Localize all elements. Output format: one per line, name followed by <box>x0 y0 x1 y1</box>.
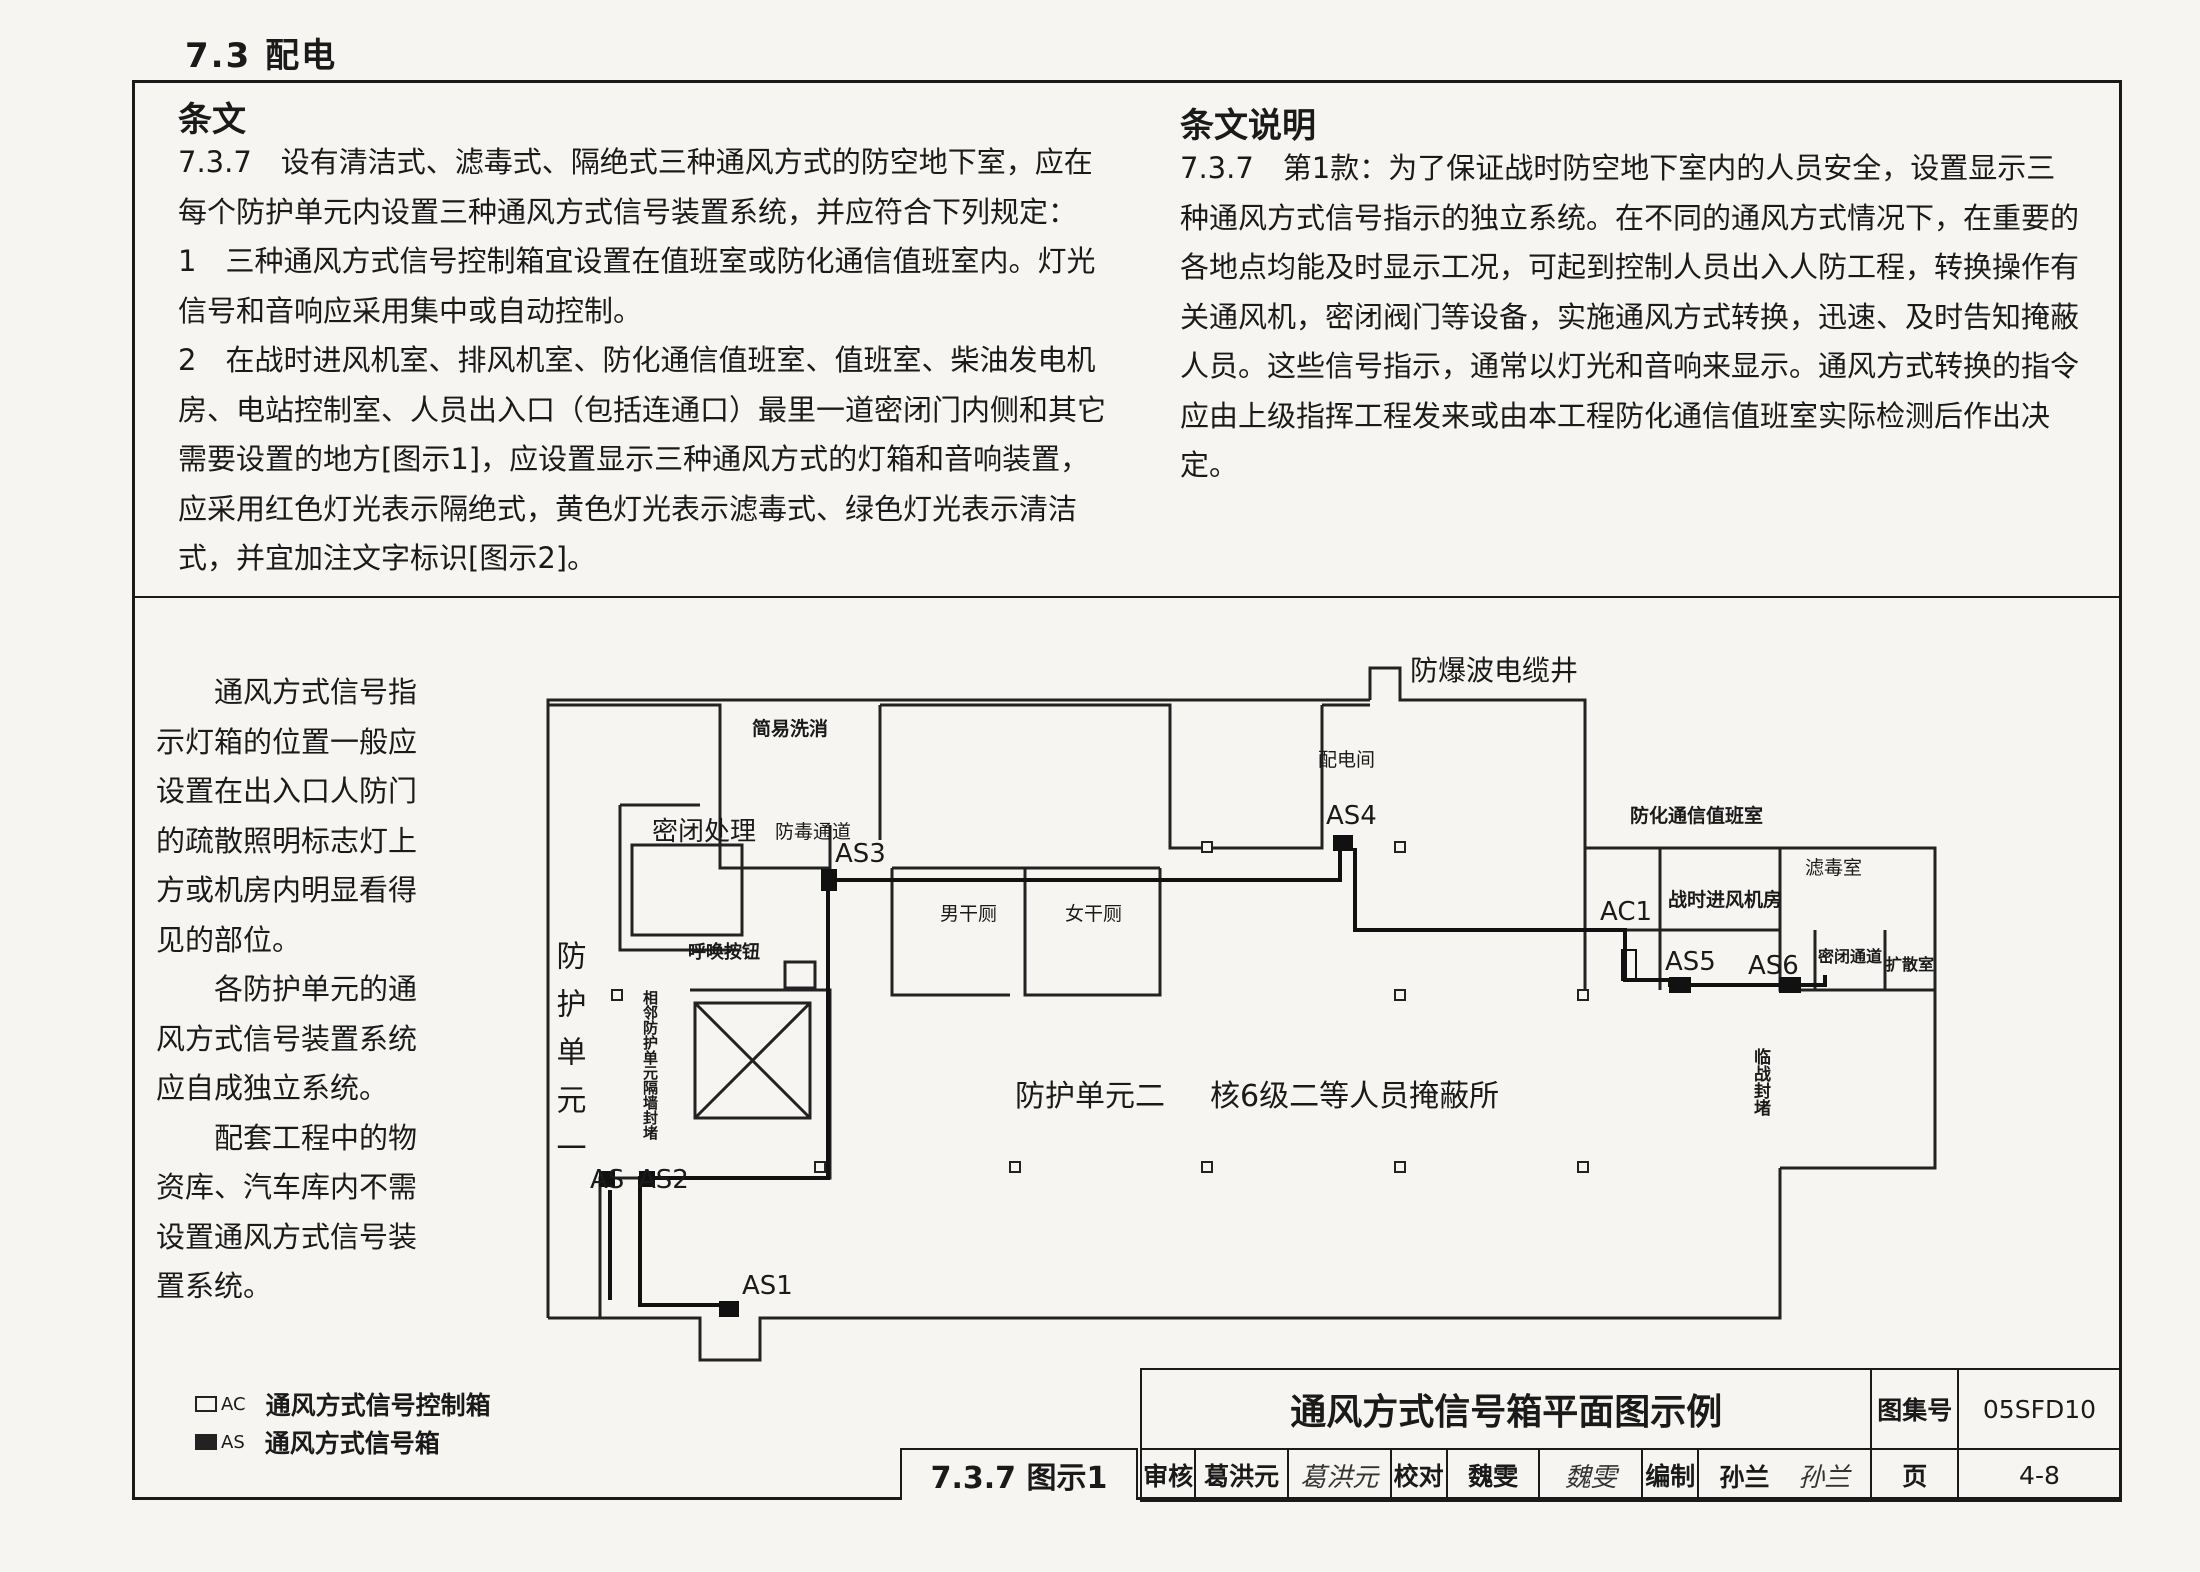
as1-box <box>719 1301 739 1317</box>
unit-two-label: 防护单元二 <box>1015 1079 1165 1114</box>
shelter-label: 核6级二等人员掩蔽所 <box>1210 1079 1499 1114</box>
checker-name: 魏雯 <box>1445 1448 1541 1502</box>
as5-label: AS5 <box>1665 947 1716 977</box>
filter-room-label: 滤毒室 <box>1805 857 1862 879</box>
open-box-icon <box>195 1396 217 1412</box>
clause-heading: 条文 <box>178 100 246 140</box>
as6-box <box>1779 977 1801 993</box>
plan-walls <box>546 666 1937 1362</box>
as2-label: AS2 <box>638 1165 689 1195</box>
as3-label: AS3 <box>835 839 886 869</box>
drafter-label: 编制 <box>1641 1448 1700 1502</box>
legend-label: 通风方式信号控制箱 <box>265 1391 491 1420</box>
atlas-no-label: 图集号 <box>1870 1368 1959 1450</box>
explanation-paragraph: 7.3.7 第1款：为了保证战时防空地下室内的人员安全，设置显示三种通风方式信号… <box>1180 151 2080 482</box>
sealed-passage-label: 密闭通道 <box>1817 947 1882 966</box>
room-labels: 防爆波电缆井 简易洗消 配电间 密闭处理 防毒通道 呼唤按钮 男干厕 女干厕 防… <box>551 654 1935 1180</box>
drafter-cell: 孙兰 孙兰 <box>1697 1448 1873 1502</box>
reviewer-signature: 葛洪元 <box>1286 1448 1392 1502</box>
legend-label: 通风方式信号箱 <box>264 1429 440 1458</box>
decon-passage-label: 防毒通道 <box>775 821 851 843</box>
box-labels: AS1 AS2 AS3 AS4 AS5 AS6 AC1 AS <box>590 801 1799 1301</box>
expansion-room-label: 扩散室 <box>1886 955 1934 974</box>
clause-text: 7.3.7 设有清洁式、滤毒式、隔绝式三种通风方式的防空地下室，应在每个防护单元… <box>178 138 1118 584</box>
intake-room-label: 战时进风机房 <box>1668 888 1782 911</box>
simple-wash-label: 简易洗消 <box>752 717 828 740</box>
cable-shaft-label: 防爆波电缆井 <box>1410 654 1578 687</box>
ac1-label: AC1 <box>1600 897 1652 927</box>
legend-code: AS <box>221 1431 245 1453</box>
filled-box-icon <box>195 1434 217 1450</box>
as2-box <box>639 1171 655 1187</box>
airtight-label: 密闭处理 <box>652 817 756 847</box>
adjacent-seal-label: 相邻防护单元隔墙封堵 <box>641 989 659 1141</box>
explanation-heading: 条文说明 <box>1180 106 1316 146</box>
as1-label: AS1 <box>742 1271 793 1301</box>
legend: AC 通风方式信号控制箱 AS 通风方式信号箱 <box>195 1385 491 1461</box>
check-label: 校对 <box>1389 1448 1448 1502</box>
temp-seal-label: 临战封堵 <box>1750 1047 1771 1117</box>
section-title: 7.3 配电 <box>185 36 338 76</box>
call-button-label: 呼唤按钮 <box>688 941 760 963</box>
side-note: 通风方式信号指示灯箱的位置一般应设置在出入口人防门的疏散照明标志灯上方或机房内明… <box>156 668 434 1312</box>
as4-label: AS4 <box>1326 801 1377 831</box>
as5-box <box>1669 977 1691 993</box>
as4-box <box>1333 835 1353 851</box>
side-note-2: 各防护单元的通风方式信号装置系统应自成独立系统。 <box>156 972 418 1105</box>
clause-paragraph-2: 1 三种通风方式信号控制箱宜设置在值班室或防化通信值班室内。灯光信号和音响应采用… <box>178 244 1096 328</box>
clause-paragraph-3: 2 在战时进风机室、排风机室、防化通信值班室、值班室、柴油发电机房、电站控制室、… <box>178 343 1107 575</box>
as-label: AS <box>590 1165 624 1195</box>
legend-item-as: AS 通风方式信号箱 <box>195 1423 491 1461</box>
signal-boxes <box>599 835 1801 1317</box>
side-note-1: 通风方式信号指示灯箱的位置一般应设置在出入口人防门的疏散照明标志灯上方或机房内明… <box>156 675 418 957</box>
column-markers <box>611 841 1589 1173</box>
clause-paragraph-1: 7.3.7 设有清洁式、滤毒式、隔绝式三种通风方式的防空地下室，应在每个防护单元… <box>178 145 1093 229</box>
distribution-room-label: 配电间 <box>1318 749 1375 771</box>
as6-label: AS6 <box>1748 951 1799 981</box>
drawing-title: 通风方式信号箱平面图示例 <box>1139 1368 1873 1450</box>
page-label: 页 <box>1870 1448 1959 1502</box>
female-toilet-label: 女干厕 <box>1065 903 1122 925</box>
ac1-box <box>1621 949 1637 981</box>
as-box <box>599 1171 615 1187</box>
side-note-3: 配套工程中的物资库、汽车库内不需设置通风方式信号装置系统。 <box>156 1120 418 1304</box>
checker-signature: 魏雯 <box>1538 1448 1644 1502</box>
male-toilet-label: 男干厕 <box>940 903 997 925</box>
page-number: 4-8 <box>1956 1448 2123 1502</box>
drafter-signature: 孙兰 <box>1798 1462 1851 1493</box>
review-label: 审核 <box>1139 1448 1197 1502</box>
chem-duty-label: 防化通信值班室 <box>1630 804 1763 827</box>
as3-box <box>821 869 837 891</box>
figure-label: 7.3.7 图示1 <box>900 1448 1138 1500</box>
atlas-no: 05SFD10 <box>1956 1368 2123 1450</box>
drafter-name: 孙兰 <box>1719 1462 1770 1492</box>
explanation-text: 7.3.7 第1款：为了保证战时防空地下室内的人员安全，设置显示三种通风方式信号… <box>1180 144 2080 491</box>
legend-code: AC <box>221 1393 246 1415</box>
reviewer-name: 葛洪元 <box>1194 1448 1289 1502</box>
horizontal-divider <box>132 596 2122 598</box>
legend-item-ac: AC 通风方式信号控制箱 <box>195 1385 491 1423</box>
unit-one-label: 防护单元一 <box>551 940 586 1180</box>
title-block: 通风方式信号箱平面图示例 图集号 05SFD10 审核 葛洪元 葛洪元 校对 魏… <box>1139 1368 2123 1502</box>
